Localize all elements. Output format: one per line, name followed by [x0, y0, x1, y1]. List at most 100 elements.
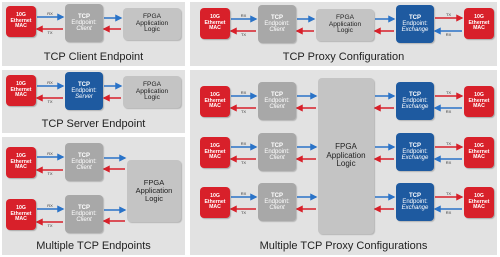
tcp-role-label: Exchange [401, 27, 429, 34]
rx-label: RX [47, 80, 53, 85]
rx-label: RX [241, 191, 247, 196]
tcp-label-line1: TCP [409, 142, 421, 149]
rx-label: RX [241, 90, 247, 95]
rx-label: RX [446, 160, 452, 165]
tcp-role-label: Server [75, 94, 93, 101]
tcp-label-line2: Endpoint: [264, 97, 290, 104]
tx-label: TX [241, 32, 246, 37]
tcp-role-label: Client [269, 205, 285, 212]
fpga-application-logic-block: FPGA Application Logic [318, 78, 374, 234]
rx-label: RX [241, 141, 247, 146]
tx-label: TX [241, 160, 246, 165]
tcp-label-line2: Endpoint: [402, 198, 428, 205]
mac-label-line3: MAC [473, 103, 485, 110]
mac-label-line1: 10G [210, 143, 220, 150]
caption-server-endpoint: TCP Server Endpoint [41, 118, 146, 130]
mac-label-line2: Ethernet [10, 158, 32, 165]
tcp-label-line1: TCP [271, 91, 283, 98]
tcp-label-line2: Endpoint: [71, 19, 97, 26]
mac-label-line3: MAC [209, 204, 221, 211]
rx-label: RX [47, 151, 53, 156]
mac-label-line2: Ethernet [468, 97, 490, 104]
tcp-label-line1: TCP [271, 192, 283, 199]
tcp-role-label: Client [269, 27, 285, 34]
tcp-endpoint-client-block: TCP Endpoint: Client [258, 183, 296, 221]
ethernet-mac-block: 10G Ethernet MAC [6, 75, 36, 106]
fpga-label-line2: Application [135, 87, 169, 95]
tx-label: TX [446, 90, 451, 95]
fpga-application-logic-block: FPGA Application Logic [316, 9, 374, 41]
fpga-label-line1: FPGA [143, 178, 165, 188]
tcp-label-line2: Endpoint: [402, 20, 428, 27]
caption-multiple-proxy-configurations: Multiple TCP Proxy Configurations [259, 240, 428, 252]
rx-label: RX [446, 32, 452, 37]
mac-label-line1: 10G [210, 193, 220, 200]
tcp-endpoint-client-block: TCP Endpoint: Client [258, 82, 296, 120]
tcp-label-line2: Endpoint: [264, 20, 290, 27]
fpga-application-logic-block: FPGA Application Logic [127, 160, 181, 222]
tcp-label-line1: TCP [409, 192, 421, 199]
fpga-label-line2: Application [328, 20, 362, 28]
tcp-label-line2: Endpoint: [71, 210, 97, 217]
mac-label-line1: 10G [210, 92, 220, 99]
tcp-label-line2: Endpoint: [71, 87, 97, 94]
tcp-endpoint-exchange-block: TCP Endpoint: Exchange [396, 183, 434, 221]
mac-label-line2: Ethernet [468, 19, 490, 26]
mac-label-line3: MAC [209, 154, 221, 161]
tcp-label-line1: TCP [78, 204, 90, 211]
ethernet-mac-block: 10G Ethernet MAC [200, 137, 230, 168]
fpga-label-line3: Logic [144, 94, 160, 102]
tcp-endpoint-server-block: TCP Endpoint: Server [65, 72, 103, 110]
tcp-label-line1: TCP [78, 81, 90, 88]
ethernet-mac-block: 10G Ethernet MAC [6, 6, 36, 37]
tx-label: TX [47, 171, 52, 176]
tx-label: TX [241, 210, 246, 215]
ethernet-mac-block: 10G Ethernet MAC [464, 86, 494, 117]
ethernet-mac-block: 10G Ethernet MAC [6, 147, 36, 178]
ethernet-mac-block: 10G Ethernet MAC [200, 86, 230, 117]
tx-label: TX [47, 223, 52, 228]
tcp-label-line2: Endpoint: [71, 158, 97, 165]
rx-label: RX [47, 203, 53, 208]
mac-label-line3: MAC [473, 204, 485, 211]
mac-label-line2: Ethernet [468, 148, 490, 155]
tcp-endpoint-client-block: TCP Endpoint: Client [258, 133, 296, 171]
tx-label: TX [47, 99, 52, 104]
mac-label-line2: Ethernet [204, 19, 226, 26]
mac-label-line1: 10G [474, 92, 484, 99]
mac-label-line3: MAC [209, 25, 221, 32]
tx-label: TX [47, 30, 52, 35]
tcp-role-label: Client [76, 26, 92, 33]
rx-label: RX [241, 13, 247, 18]
ethernet-mac-block: 10G Ethernet MAC [464, 8, 494, 39]
mac-label-line2: Ethernet [468, 198, 490, 205]
tcp-label-line1: TCP [78, 13, 90, 20]
mac-label-line3: MAC [473, 25, 485, 32]
tcp-label-line2: Endpoint: [264, 148, 290, 155]
mac-label-line3: MAC [209, 103, 221, 110]
ethernet-mac-block: 10G Ethernet MAC [200, 187, 230, 218]
tcp-role-label: Client [269, 155, 285, 162]
tcp-label-line2: Endpoint: [402, 97, 428, 104]
tx-label: TX [446, 191, 451, 196]
mac-label-line2: Ethernet [204, 198, 226, 205]
fpga-label-line3: Logic [337, 27, 353, 35]
fpga-label-line3: Logic [144, 26, 160, 34]
fpga-application-logic-block: FPGA Application Logic [123, 76, 181, 108]
caption-client-endpoint: TCP Client Endpoint [43, 51, 144, 63]
tcp-role-label: Exchange [401, 155, 429, 162]
rx-label: RX [446, 109, 452, 114]
mac-label-line1: 10G [210, 14, 220, 21]
mac-label-line3: MAC [15, 23, 27, 30]
mac-label-line1: 10G [474, 14, 484, 21]
mac-label-line3: MAC [15, 92, 27, 99]
mac-label-line1: 10G [16, 153, 26, 160]
tcp-label-line1: TCP [409, 91, 421, 98]
tcp-role-label: Exchange [401, 205, 429, 212]
tx-label: TX [446, 12, 451, 17]
tcp-label-line1: TCP [78, 152, 90, 159]
fpga-label-line2: Application [135, 19, 169, 27]
mac-label-line2: Ethernet [10, 17, 32, 24]
tcp-label-line1: TCP [271, 142, 283, 149]
tx-label: TX [241, 109, 246, 114]
